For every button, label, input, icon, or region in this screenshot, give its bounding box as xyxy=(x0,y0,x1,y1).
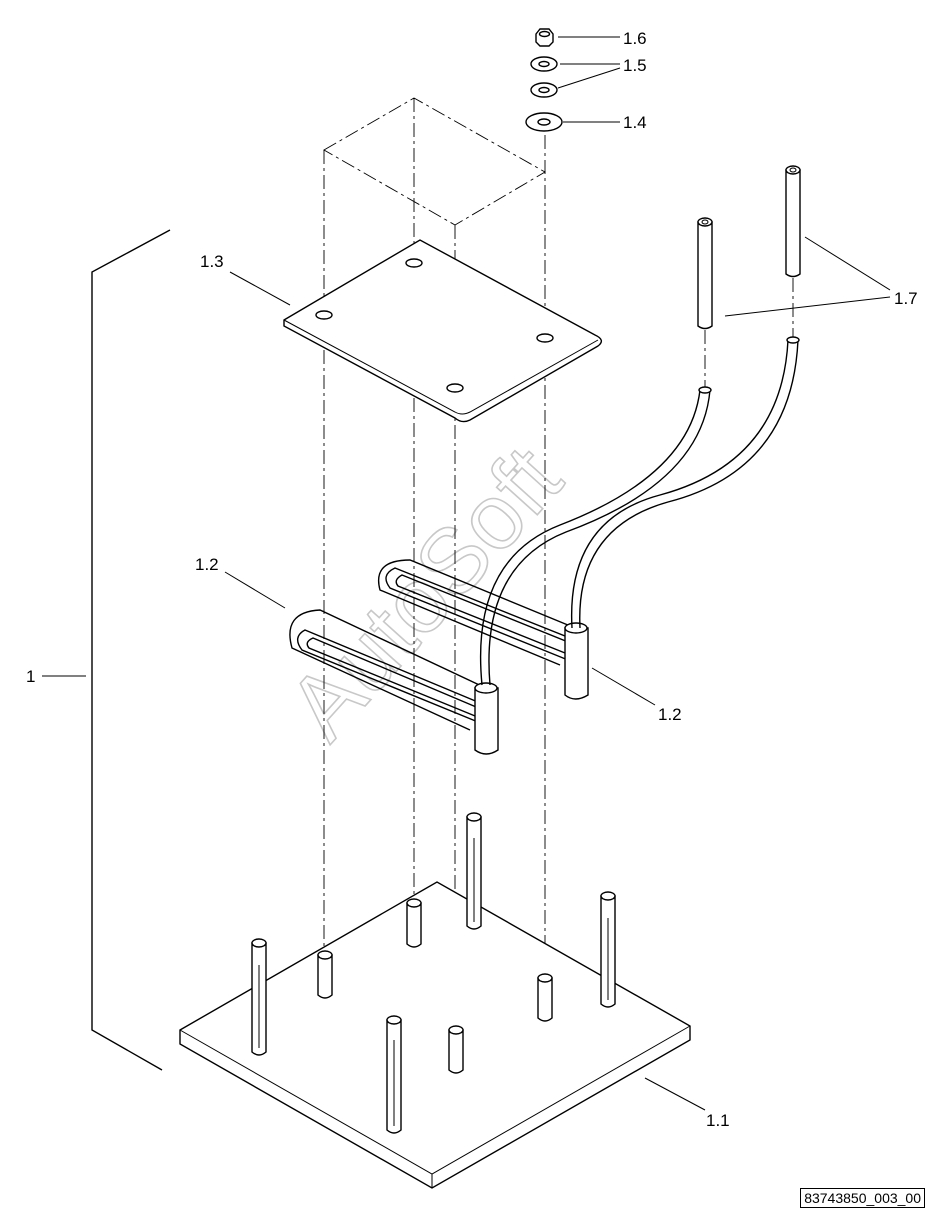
short-stud xyxy=(317,950,333,999)
drawing-reference-number: 83743850_003_00 xyxy=(800,1188,925,1208)
callout-1-1: 1.1 xyxy=(706,1111,730,1130)
long-stud xyxy=(466,812,482,930)
sleeves xyxy=(697,165,801,330)
assembly-bracket xyxy=(42,229,171,1071)
long-stud xyxy=(251,938,267,1056)
callout-1: 1 xyxy=(26,667,35,686)
spring-washer xyxy=(530,82,558,98)
callout-1-5: 1.5 xyxy=(623,56,647,75)
long-stud xyxy=(600,891,616,1008)
short-stud xyxy=(448,1025,464,1074)
callout-1-2-rear: 1.2 xyxy=(658,705,682,724)
base-plate xyxy=(179,881,691,1189)
callout-1-6: 1.6 xyxy=(623,29,647,48)
spring-washer xyxy=(530,56,558,72)
base-studs xyxy=(251,812,616,1134)
callout-1-2-front: 1.2 xyxy=(195,555,219,574)
callout-1-7: 1.7 xyxy=(894,289,918,308)
long-stud xyxy=(386,1015,402,1134)
nut xyxy=(535,28,554,47)
flat-washer xyxy=(525,112,563,132)
callout-1-4: 1.4 xyxy=(623,113,647,132)
leader-lines xyxy=(224,36,891,1111)
callout-1-3: 1.3 xyxy=(200,252,224,271)
cable-leads xyxy=(479,336,800,686)
short-stud xyxy=(537,973,553,1022)
heating-element-front xyxy=(289,609,499,755)
heating-element-rear xyxy=(378,559,589,700)
fasteners xyxy=(525,28,563,132)
short-stud xyxy=(406,898,422,948)
cover-plate xyxy=(283,239,603,423)
callout-labels: 1 1.1 1.2 1.2 1.3 1.4 1.5 1.6 1.7 xyxy=(26,29,918,1130)
